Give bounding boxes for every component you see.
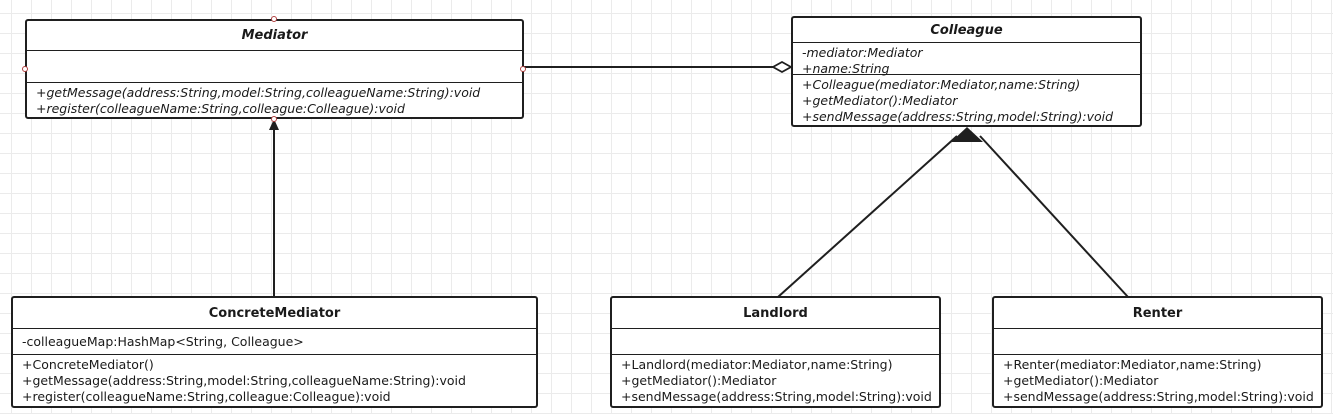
class-renter[interactable]: Renter +Renter(mediator:Mediator,name:St… — [992, 296, 1323, 408]
operation-constructor: +Landlord(mediator:Mediator,name:String) — [621, 357, 893, 372]
connection-handle-top[interactable] — [271, 16, 277, 22]
operation-sendmessage: +sendMessage(address:String,model:String… — [1003, 389, 1314, 404]
operation-getmediator: +getMediator():Mediator — [1003, 373, 1159, 388]
connection-handle-right[interactable] — [520, 66, 526, 72]
generalization-line-renter[interactable] — [979, 135, 1129, 298]
connection-handle-bottom[interactable] — [271, 116, 277, 122]
operations-compartment-colleague: +Colleague(mediator:Mediator,name:String… — [793, 75, 1140, 125]
operations-compartment-renter: +Renter(mediator:Mediator,name:String) +… — [994, 355, 1321, 406]
attribute-mediator: -mediator:Mediator — [802, 45, 923, 60]
class-landlord[interactable]: Landlord +Landlord(mediator:Mediator,nam… — [610, 296, 941, 408]
operation-getmessage: +getMessage(address:String,model:String,… — [36, 85, 481, 100]
attribute-name: +name:String — [802, 61, 890, 76]
attributes-compartment-concretemediator: -colleagueMap:HashMap<String, Colleague> — [13, 329, 536, 355]
operation-register: +register(colleagueName:String,colleague… — [22, 389, 391, 404]
connection-handle-left[interactable] — [22, 66, 28, 72]
operation-constructor: +Renter(mediator:Mediator,name:String) — [1003, 357, 1262, 372]
attributes-compartment-colleague: -mediator:Mediator +name:String — [793, 43, 1140, 76]
class-name-landlord: Landlord — [612, 298, 939, 329]
operation-sendmessage: +sendMessage(address:String,model:String… — [621, 389, 932, 404]
operations-compartment-mediator: +getMessage(address:String,model:String,… — [27, 83, 522, 117]
generalization-arrowhead-mediator — [269, 119, 279, 130]
operations-compartment-concretemediator: +ConcreteMediator() +getMessage(address:… — [13, 355, 536, 406]
generalization-arrowhead-colleague — [951, 127, 983, 142]
operation-sendmessage: +sendMessage(address:String,model:String… — [802, 109, 1114, 124]
class-mediator[interactable]: Mediator +getMessage(address:String,mode… — [25, 19, 524, 119]
operation-register: +register(colleagueName:String,colleague… — [36, 101, 405, 116]
class-name-renter: Renter — [994, 298, 1321, 329]
class-concretemediator[interactable]: ConcreteMediator -colleagueMap:HashMap<S… — [11, 296, 538, 408]
generalization-line-landlord[interactable] — [777, 135, 958, 298]
operation-getmediator: +getMediator():Mediator — [621, 373, 777, 388]
class-colleague[interactable]: Colleague -mediator:Mediator +name:Strin… — [791, 16, 1142, 127]
aggregation-diamond — [771, 60, 793, 74]
attributes-compartment-renter — [994, 329, 1321, 355]
class-name-colleague: Colleague — [793, 18, 1140, 43]
operation-constructor: +ConcreteMediator() — [22, 357, 154, 372]
attribute-colleaguemap: -colleagueMap:HashMap<String, Colleague> — [22, 334, 304, 349]
operation-constructor: +Colleague(mediator:Mediator,name:String… — [802, 77, 1081, 92]
operations-compartment-landlord: +Landlord(mediator:Mediator,name:String)… — [612, 355, 939, 406]
operation-getmessage: +getMessage(address:String,model:String,… — [22, 373, 466, 388]
attributes-compartment-landlord — [612, 329, 939, 355]
attributes-compartment-mediator — [27, 51, 522, 83]
class-name-mediator: Mediator — [27, 21, 522, 51]
operation-getmediator: +getMediator():Mediator — [802, 93, 958, 108]
class-name-concretemediator: ConcreteMediator — [13, 298, 536, 329]
